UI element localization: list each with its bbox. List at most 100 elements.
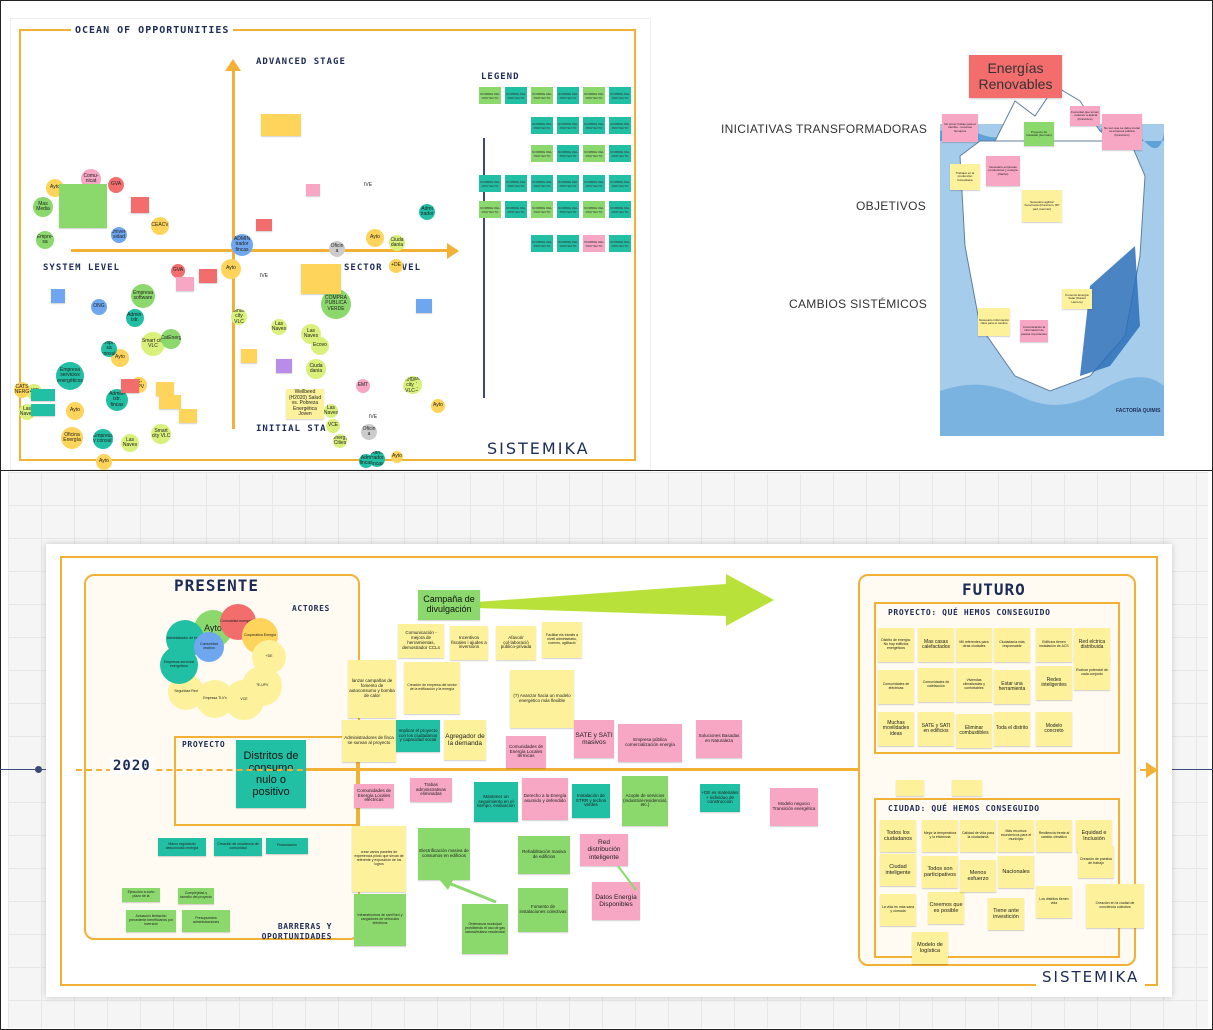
barrier-note[interactable]: Creación de conciencia de comunidad (214, 838, 262, 856)
future-city-note[interactable]: Ciudad inteligente (880, 854, 916, 886)
actor-circle[interactable]: Empre-sa (36, 231, 54, 249)
actor-circle[interactable]: Oficin a (329, 241, 345, 257)
iceberg-note[interactable]: Trabajar en la producción fotovoltaica (950, 164, 980, 190)
middle-note[interactable]: (?) Avanzar hacia un modelo energético m… (510, 670, 574, 728)
middle-note[interactable]: Trabas administrativas eliminadas (410, 778, 452, 802)
barrier-note[interactable]: Ejecución a corto plazo de la (122, 888, 160, 902)
middle-note[interactable]: Fomento de instalaciones colectivas (518, 888, 568, 932)
future-city-note[interactable]: Creación de puestos de trabajo (1078, 846, 1114, 878)
future-project-note[interactable]: Mas casas calefactados (918, 628, 954, 662)
actor-circle[interactable]: Smart city VLC (151, 424, 171, 444)
sticky-note[interactable] (896, 780, 924, 796)
barrier-note[interactable]: Presupuestos administraciones (182, 910, 230, 932)
barrier-note[interactable]: Actuación limitación precedente benefici… (126, 910, 176, 932)
middle-note[interactable]: lanzar campañas de fomento de autoconsum… (348, 660, 396, 718)
sticky-note[interactable] (256, 219, 272, 231)
actor-circle[interactable]: Ecovo (311, 337, 329, 355)
sticky-note[interactable] (241, 349, 257, 363)
actor-circle[interactable]: Ayto (221, 259, 241, 279)
actor-circle[interactable]: Las Naves (271, 319, 287, 335)
future-project-note[interactable]: Mil referentes para otras ciudades (956, 628, 992, 662)
sticky-note[interactable] (952, 780, 982, 796)
middle-note[interactable]: Derecho a la Energía asumido y defendido (522, 778, 568, 820)
sticky-note[interactable] (176, 277, 194, 291)
future-project-note[interactable]: Toda el distrito (994, 712, 1030, 746)
future-city-note[interactable]: Todos los ciudadanos (880, 820, 916, 852)
future-city-note[interactable]: Mejor la temperatura y la eficiencia (922, 820, 958, 852)
actor-circle[interactable]: Empresa software (131, 284, 155, 308)
actor-circle[interactable]: Admin-istr. fincas (106, 389, 128, 411)
middle-note[interactable]: crear varios paneles de experiencia pilo… (352, 826, 406, 892)
middle-note[interactable]: Empresa pública comercialización energía (618, 724, 682, 762)
sticky-note[interactable] (306, 184, 320, 196)
actor-circle[interactable]: CatEnerg (161, 329, 181, 349)
actor-circle[interactable]: Ayto (391, 451, 403, 463)
middle-note[interactable]: Instalación de STRR y techos verdes (572, 784, 610, 818)
barrier-note[interactable]: Marco regulatorio desconocido energía (158, 838, 206, 856)
barrier-note[interactable]: Complejidad y tamaño del proyecto (178, 888, 214, 904)
actor-circle[interactable]: Mas Media (33, 197, 53, 217)
middle-note[interactable]: SATE y SATI masivos (574, 720, 614, 758)
actor-circle[interactable]: Empresa servicios energéticos (56, 362, 84, 390)
future-city-note[interactable]: Todos son participativos (922, 856, 958, 888)
future-project-note[interactable]: Evaluar potencial de cada conjunto (1074, 656, 1110, 690)
actor-note[interactable]: Wellbeed (H2020) Salud vs. Pobreza Energ… (286, 389, 324, 419)
actor-circle[interactable]: Oficina Energía (61, 427, 83, 449)
iceberg-note[interactable]: Fomentar que tomen - reductor a aplicar … (1070, 106, 1100, 126)
middle-note[interactable]: Soluciones Basadas en Naturaleza (696, 720, 742, 758)
actor-circle[interactable]: Admi trador fincas (369, 451, 385, 467)
actor-circle[interactable]: IVE (361, 179, 375, 193)
iceberg-note[interactable]: Comunicación la información de pautas im… (1020, 320, 1048, 342)
middle-note[interactable]: Red distribución inteligente (580, 834, 628, 866)
actor-circle[interactable]: Univer-sidad (111, 227, 127, 243)
future-city-note[interactable]: Nacionales (998, 856, 1034, 888)
future-project-note[interactable]: Viviendas climatizadas y confortables (956, 668, 992, 702)
middle-note[interactable]: Infraestructura de carril bici y cargado… (354, 894, 406, 946)
sticky-note[interactable] (59, 184, 107, 228)
actor-circle[interactable]: CATS NERG (14, 382, 30, 398)
future-city-note[interactable]: Creación en la ciudad de conciencia cole… (1086, 884, 1144, 928)
future-project-note[interactable]: Redes inteligentes (1036, 666, 1072, 700)
iceberg-note[interactable]: No poner trabas para el cambio - recurso… (942, 114, 978, 142)
sticky-note[interactable] (159, 395, 181, 409)
iceberg-note[interactable]: Proyecto de Castellar (Germán) (1024, 122, 1054, 146)
iceberg-note[interactable]: Fomento Energía Solar (Daniel Herrero) (1062, 289, 1092, 309)
actor-circle[interactable]: Empre sa consul. (101, 341, 117, 357)
iceberg-note[interactable]: No ven que se deba moriar la empresa púb… (1102, 114, 1142, 150)
actor-circle[interactable]: Ciuda dania (306, 359, 326, 379)
middle-note[interactable]: Comunidades de Energía Locales térmicas (506, 736, 546, 768)
actor-circle[interactable]: Ciuda dania (389, 235, 405, 251)
sticky-note[interactable] (179, 409, 197, 423)
middle-note[interactable]: Agregador de la demanda (444, 720, 486, 760)
actor-circle[interactable]: Comunidad vecinos (194, 632, 224, 662)
sticky-note[interactable] (31, 404, 55, 416)
future-project-note[interactable]: Distrito de energía. No hay edificios en… (878, 628, 914, 662)
actor-circle[interactable]: Oficin a (361, 424, 377, 440)
iceberg-note[interactable]: Necesario agilizar burocracia (Francisco… (1022, 190, 1062, 222)
future-project-note[interactable]: Eliminar combustibles (956, 714, 992, 748)
actor-circle[interactable]: GVA (108, 177, 124, 193)
middle-note[interactable]: Acople de servicios (industrial-residenc… (622, 776, 668, 826)
barrier-note[interactable]: Financiación (266, 838, 308, 854)
future-project-note[interactable]: Modelo concreto (1036, 712, 1072, 746)
middle-note[interactable]: +DE es materiales + individuo de constru… (700, 784, 740, 812)
actor-circle[interactable]: ONG (91, 299, 107, 315)
middle-note[interactable]: Administradores de finca se suman al pro… (342, 720, 396, 762)
future-city-note[interactable]: La vida es más sana y cómoda (880, 894, 916, 926)
campaign-note[interactable]: Campaña de divulgación (418, 590, 480, 620)
future-city-note[interactable]: Menos esfuerzo (960, 860, 996, 892)
future-project-note[interactable]: Edificios tienen instalación de ACS (1036, 628, 1072, 662)
future-project-note[interactable]: Comunidades de eléctricas (878, 670, 914, 704)
proyecto-note[interactable]: Distritos de consumo nulo o positivo (236, 740, 306, 808)
middle-note[interactable]: Ordenanza municipal prohibiendo el uso d… (462, 904, 508, 954)
actor-circle[interactable]: Ayto (366, 229, 384, 247)
actor-circle[interactable]: VCE (326, 419, 340, 433)
actor-circle[interactable]: Ayto (96, 454, 112, 470)
iceberg-note[interactable]: Necesario información clara para el camb… (978, 308, 1010, 336)
future-city-note[interactable]: Creemos que es posible (928, 892, 964, 924)
actor-circle[interactable]: Las Naves (121, 434, 139, 452)
sticky-note[interactable] (276, 359, 292, 373)
future-city-note[interactable]: Los distritos tienen vida (1036, 886, 1072, 918)
actor-circle[interactable]: Smart city VLC (231, 309, 247, 325)
